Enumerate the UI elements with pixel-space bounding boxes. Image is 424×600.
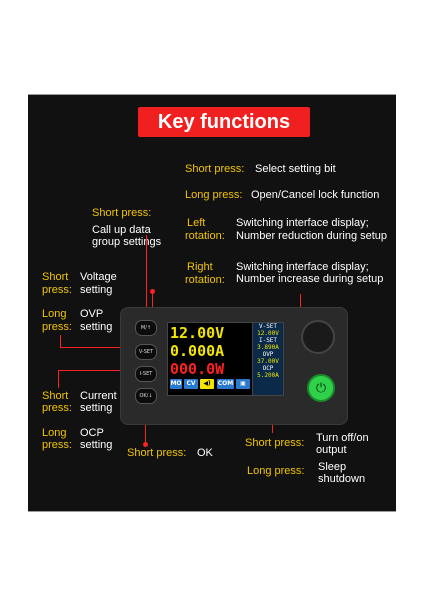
iset-short-text-2: setting (80, 402, 113, 414)
iset-long-text-2: setting (80, 439, 113, 451)
select-long-press-label: Long press: (185, 189, 243, 201)
ocp-label: OCP (262, 365, 274, 372)
callout-line-vset-long-v (60, 335, 61, 347)
iset-long-label-1: Long (42, 427, 67, 439)
power-supply-module: M/↑ V-SET I-SET OK/↓ 12.00V 0.000A 000.0… (120, 307, 348, 425)
vset-short-label-2: press: (42, 284, 72, 296)
title-banner: Key functions (138, 107, 310, 137)
power-long-press-label: Long press: (247, 465, 305, 477)
left-rotation-label-2: rotation: (185, 230, 225, 242)
left-rotation-text-1: Switching interface display; (236, 217, 369, 229)
lcd-screen: 12.00V 0.000A 000.0W MO CV ◀) COM ▣ (167, 322, 255, 396)
left-rotation-label-1: Left (187, 217, 206, 229)
power-short-press-text-1: Turn off/on (316, 432, 369, 444)
vset-short-text-1: Voltage (80, 271, 117, 283)
select-short-press-label: Short press: (185, 163, 245, 175)
vset-long-text-2: setting (80, 321, 113, 333)
mode-tag-cv: CV (184, 379, 198, 389)
iset-button[interactable]: I-SET (135, 366, 157, 382)
right-rotation-label-1: Right (187, 261, 213, 273)
ok-button[interactable]: OK/↓ (135, 388, 157, 404)
power-reading: 000.0W (170, 360, 225, 378)
callout-line-mi (146, 235, 147, 325)
right-rotation-text-1: Switching interface display; (236, 261, 369, 273)
power-button-icon[interactable]: ⏻ (307, 374, 335, 402)
left-rotation-text-2: Number reduction during setup (236, 230, 388, 242)
vset-button[interactable]: V-SET (135, 344, 157, 360)
mi-button[interactable]: M/↑ (135, 320, 157, 336)
vset-long-text-1: OVP (80, 308, 104, 320)
mode-tag-mo: MO (170, 379, 182, 389)
iset-short-label-2: press: (42, 402, 72, 414)
right-rotation-text-2: Number increase during setup (236, 273, 384, 285)
callout-line-iset-v (58, 370, 59, 388)
power-long-press-text-2: shutdown (318, 473, 366, 485)
lock-icon: ▣ (236, 379, 250, 389)
callout-dot-ok (143, 442, 148, 447)
iset-value: 3.890A (257, 344, 279, 351)
voltage-reading: 12.00V (170, 324, 225, 342)
callout-line-iset (58, 370, 132, 371)
title: Key functions (157, 111, 291, 133)
vset-short-text-2: setting (80, 284, 113, 296)
ok-short-press-label: Short press: (127, 447, 187, 459)
vset-value: 12.00V (257, 330, 279, 337)
rotary-knob[interactable] (301, 320, 335, 354)
setting-column: V-SET 12.00V I-SET 3.890A OVP 37.00V OCP… (252, 322, 284, 396)
vset-long-label-1: Long (42, 308, 67, 320)
select-long-press-text: Open/Cancel lock function (251, 189, 380, 201)
ovp-value: 37.00V (257, 358, 279, 365)
mi-short-press-label: Short press: (92, 207, 152, 219)
vset-long-label-2: press: (42, 321, 72, 333)
mode-tag-com: COM (217, 379, 234, 389)
ok-short-press-text: OK (197, 447, 213, 459)
right-rotation-label-2: rotation: (185, 274, 225, 286)
iset-long-text-1: OCP (80, 427, 104, 439)
power-short-press-label: Short press: (245, 437, 305, 449)
power-short-press-text-2: output (316, 444, 347, 456)
iset-short-label-1: Short (42, 390, 69, 402)
callout-line-vset-long (60, 347, 132, 348)
current-reading: 0.000A (170, 342, 225, 360)
iset-label: I-SET (258, 337, 278, 344)
vset-label: V-SET (258, 323, 278, 330)
select-short-press-text: Select setting bit (255, 163, 336, 175)
mi-text-1: Call up data (92, 224, 151, 236)
ocp-value: 5.200A (257, 372, 279, 379)
vset-short-label-1: Short (42, 271, 69, 283)
speaker-icon: ◀) (200, 379, 214, 389)
iset-long-label-2: press: (42, 439, 72, 451)
iset-short-text-1: Current (80, 390, 117, 402)
power-long-press-text-1: Sleep (318, 461, 347, 473)
ovp-label: OVP (262, 351, 274, 358)
infographic-panel: Key functions Short press: Select settin… (28, 94, 396, 512)
mi-text-2: group settings (92, 236, 162, 248)
callout-dot-vset-short (150, 289, 155, 294)
